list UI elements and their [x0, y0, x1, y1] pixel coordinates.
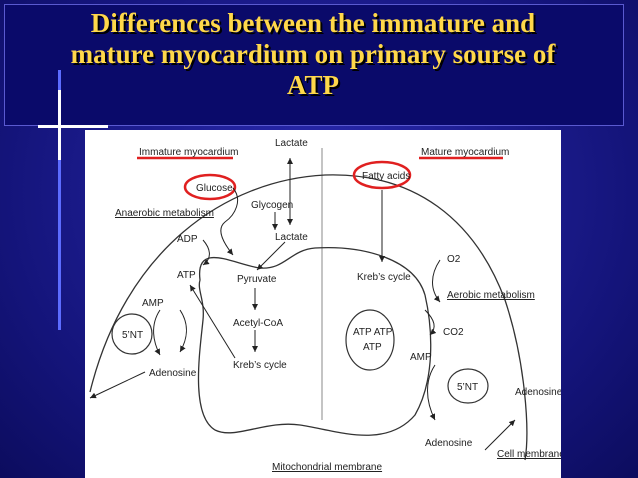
mito-atp-circle [345, 309, 395, 371]
o2-curve [432, 259, 441, 303]
krebs-atp-arrow [189, 284, 236, 359]
adenosine-right-bottom-label: Adenosine [425, 438, 473, 449]
title-line-3: ATP [287, 70, 339, 100]
lactate-mid-label: Lactate [275, 232, 308, 243]
fatty-acids-highlight [352, 160, 412, 190]
amp-right-label: AMP [410, 352, 432, 363]
title-line-1: Differences between the immature and [90, 8, 536, 38]
adp-label: ADP [177, 234, 198, 245]
immature-heading: Immature myocardium [139, 147, 238, 158]
atp-single-label: ATP [363, 342, 382, 353]
acetyl-label: Acetyl-CoA [233, 318, 283, 329]
fatty-acids-label: Fatty acids [362, 171, 410, 182]
title-line-2: mature myocardium on primary sourse of [70, 39, 556, 69]
snt-right-label: 5’NT [457, 382, 478, 393]
amp-left-label: AMP [142, 298, 164, 309]
pyruvate-label: Pyruvate [237, 274, 277, 285]
atp-left-label: ATP [177, 270, 196, 281]
aerobic-label: Aerobic metabolism [447, 290, 535, 301]
glycogen-label: Glycogen [251, 200, 293, 211]
glucose-highlight [183, 173, 237, 201]
adenosine-out-left-arrow [89, 371, 146, 399]
lactate-top-label: Lactate [275, 138, 308, 149]
krebs-right-label: Kreb’s cycle [357, 272, 411, 283]
metabolism-diagram: Immature myocardium Mature myocardium La… [85, 130, 561, 478]
adp-atp-curve [202, 239, 210, 266]
o2-label: O2 [447, 254, 461, 265]
cell-membrane-label: Cell membrane [497, 449, 561, 460]
adenosine-right-top-label: Adenosine [515, 387, 561, 398]
slide-title: Differences between the immature and mat… [4, 8, 622, 101]
anaerobic-label: Anaerobic metabolism [115, 208, 214, 219]
snt-left-label: 5’NT [122, 330, 143, 341]
snt-left-circle [111, 313, 153, 355]
adenosine-left-label: Adenosine [149, 368, 197, 379]
co2-curve [424, 309, 437, 336]
adenosine-out-right-arrow [484, 419, 516, 451]
mito-membrane-label: Mitochondrial membrane [272, 462, 382, 473]
krebs-left-label: Kreb’s cycle [233, 360, 287, 371]
amp-left-curve [153, 309, 161, 356]
mitochondrial-membrane-curve [197, 246, 432, 436]
decorative-vertical-line [58, 70, 61, 330]
glucose-label: Glucose [196, 183, 233, 194]
amp-right-curve [427, 364, 436, 421]
decorative-horizontal-line [38, 125, 108, 128]
atp-atp-label: ATP ATP [353, 327, 393, 338]
title-box [4, 4, 624, 126]
amp-left-curve-2 [179, 309, 187, 353]
glucose-adp-curve [220, 187, 238, 256]
cell-membrane-curve [89, 174, 528, 461]
mature-heading: Mature myocardium [421, 147, 509, 158]
co2-label: CO2 [443, 327, 464, 338]
lactate-pyruvate-arrow [256, 241, 286, 271]
snt-right-circle [447, 368, 489, 404]
